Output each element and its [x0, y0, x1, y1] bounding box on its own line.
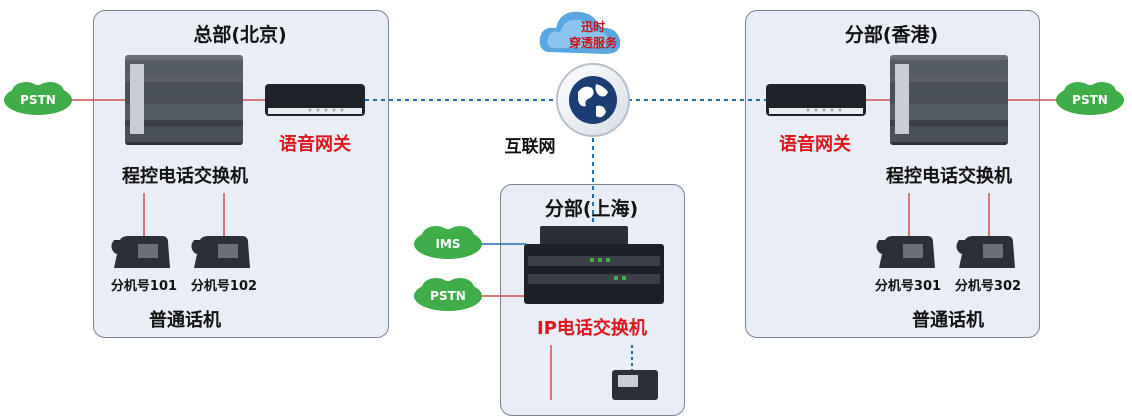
shanghai-pstn-label: PSTN: [430, 289, 466, 303]
phone-icon: [191, 236, 250, 268]
beijing-pbx-icon: [125, 55, 243, 145]
pstn-cloud-icon: [414, 278, 482, 311]
cloud-service-label-line1: 迅时: [580, 20, 605, 34]
hongkong-gateway-label: 语音网关: [779, 134, 851, 155]
beijing-phones-caption: 普通话机: [149, 310, 221, 331]
cloud-service-icon: [539, 11, 621, 54]
beijing-phone-1-label: 分机号101: [110, 279, 178, 294]
ip-phone-icon: [612, 370, 658, 400]
shanghai-pbx-label: IP电话交换机: [537, 318, 647, 339]
internet-globe-icon: [556, 63, 630, 137]
shanghai-ip-pbx-icon: [524, 226, 664, 304]
internet-label: 互联网: [504, 137, 556, 157]
network-diagram: [4, 11, 1124, 400]
hongkong-phone-2-label: 分机号302: [954, 279, 1022, 294]
ims-cloud-icon: [414, 226, 482, 259]
hongkong-phones-caption: 普通话机: [912, 310, 984, 331]
hongkong-phone-1-label: 分机号301: [874, 279, 942, 294]
hongkong-pstn-label: PSTN: [1072, 93, 1108, 107]
hongkong-title: 分部(香港): [844, 24, 939, 46]
pstn-cloud-icon: [1056, 82, 1124, 115]
hongkong-pbx-icon: [890, 55, 1008, 145]
hongkong-gateway-icon: [766, 84, 866, 116]
shanghai-title: 分部(上海): [544, 198, 639, 220]
phone-icon: [956, 236, 1015, 268]
beijing-phone-2-label: 分机号102: [190, 279, 258, 294]
beijing-title: 总部(北京): [193, 24, 287, 46]
phone-icon: [876, 236, 935, 268]
beijing-pstn-label: PSTN: [20, 93, 56, 107]
beijing-gateway-label: 语音网关: [279, 134, 351, 155]
hongkong-pbx-label: 程控电话交换机: [886, 166, 1012, 187]
phone-icon: [111, 236, 170, 268]
beijing-pbx-label: 程控电话交换机: [122, 166, 248, 187]
pstn-cloud-icon: [4, 82, 72, 115]
beijing-gateway-icon: [265, 84, 365, 116]
cloud-service-label-line2: 穿透服务: [568, 36, 617, 50]
shanghai-ims-label: IMS: [435, 237, 461, 251]
